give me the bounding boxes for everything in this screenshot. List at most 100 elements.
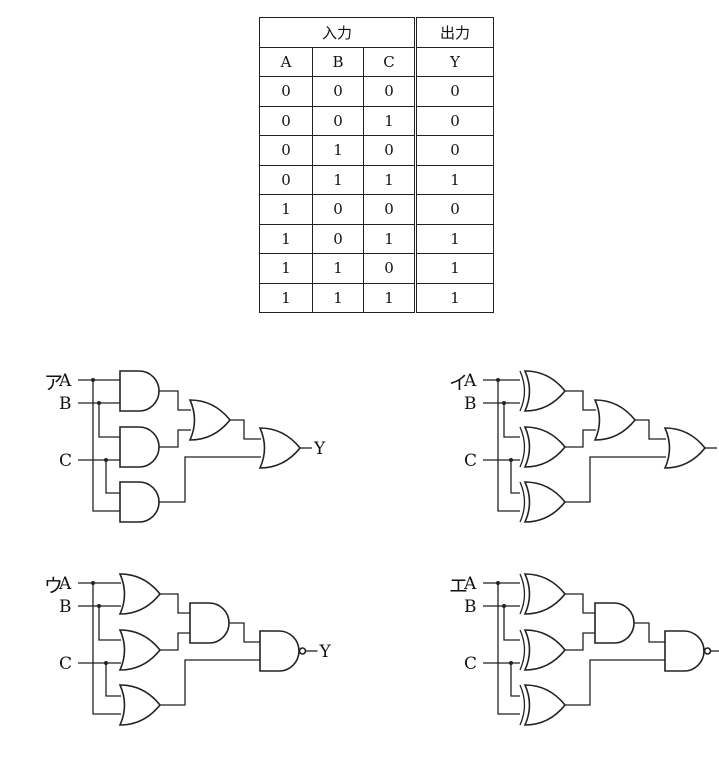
input-label-a: A [58,574,72,594]
junction-dot [496,378,500,382]
column-header-y: Y [414,46,494,77]
table-cell: 0 [259,135,313,166]
xor-extra-curve [519,684,526,726]
junction-dot [97,604,101,608]
table-cell: 0 [259,105,313,136]
wire [92,583,121,715]
wire [635,419,666,440]
table-cell: 0 [312,76,364,107]
junction-dot [496,581,500,585]
input-label-b: B [59,597,72,617]
xor-extra-curve [519,370,526,412]
input-label-c: C [59,451,72,471]
xor-extra-curve [519,629,526,671]
wire [565,593,596,614]
wire [229,622,261,643]
table-cell: 1 [414,164,494,195]
wire [159,390,191,411]
wire [105,460,121,494]
table-cell: 0 [259,76,313,107]
output-label-y: Y [319,642,332,662]
and-gate-body [119,370,160,412]
input-label-a: A [463,371,477,391]
table-cell: 0 [414,194,494,225]
wire [565,429,596,448]
and-gate-body [189,602,230,644]
wire [98,403,121,438]
wire [230,419,261,440]
wire [503,403,520,438]
table-cell: 1 [312,135,364,166]
input-label-b: B [464,394,477,414]
circuit-2: イABCY [449,370,719,523]
column-header-b: B [312,46,364,77]
circuit-option-label: ウ [44,575,63,597]
circuit-option-label: ア [44,372,63,394]
table-cell: 1 [363,164,416,195]
wire [160,659,261,706]
wire [510,663,520,697]
xor-gate-body [523,426,567,468]
input-label-c: C [464,451,477,471]
junction-dot [502,401,506,405]
xor-gate-body [523,481,567,523]
table-cell: 1 [414,282,494,313]
and-gate-body [594,602,635,644]
inversion-bubble [703,647,712,655]
table-cell: 0 [414,76,494,107]
and-gate-body [119,426,160,468]
circuit-option-label: イ [449,372,468,394]
circuit-4: エABCY [449,573,719,726]
input-label-c: C [464,654,477,674]
xor-gate-body [523,573,567,615]
table-header-group-row: 入力 出力 [259,17,494,48]
wire [159,456,261,503]
wire [497,380,520,512]
nand-gate-body [259,630,300,672]
junction-dot [104,661,108,665]
output-label-y: Y [313,439,326,459]
xor-extra-curve [519,481,526,523]
input-header: 入力 [259,17,416,48]
wire [565,659,666,706]
circuit-option-label: エ [449,575,468,597]
input-label-a: A [58,371,72,391]
wire [160,593,191,614]
table-column-header-row: A B C Y [259,46,494,77]
or-gate-body [118,684,162,726]
table-cell: 1 [363,282,416,313]
junction-dot [502,604,506,608]
or-gate-body [258,427,302,469]
wire [510,460,520,494]
or-gate-body [118,629,162,671]
and-gate-body [119,481,160,523]
table-cell: 0 [363,76,416,107]
nand-gate-body [664,630,705,672]
circuit-1: アAB C Y [44,370,326,523]
xor-extra-curve [519,573,526,615]
xor-extra-curve [519,426,526,468]
inversion-bubble [298,647,307,655]
table-cell: 0 [363,194,416,225]
output-header: 出力 [414,17,494,48]
table-cell: 0 [312,105,364,136]
table-cell: 1 [312,282,364,313]
junction-dot [104,458,108,462]
junction-dot [91,378,95,382]
or-gate-body [593,399,637,441]
junction-dot [91,581,95,585]
input-label-b: B [464,597,477,617]
junction-dot [509,458,513,462]
xor-gate-body [523,684,567,726]
xor-gate-body [523,629,567,671]
table-cell: 1 [414,223,494,254]
wire [565,632,596,651]
input-label-b: B [59,394,72,414]
